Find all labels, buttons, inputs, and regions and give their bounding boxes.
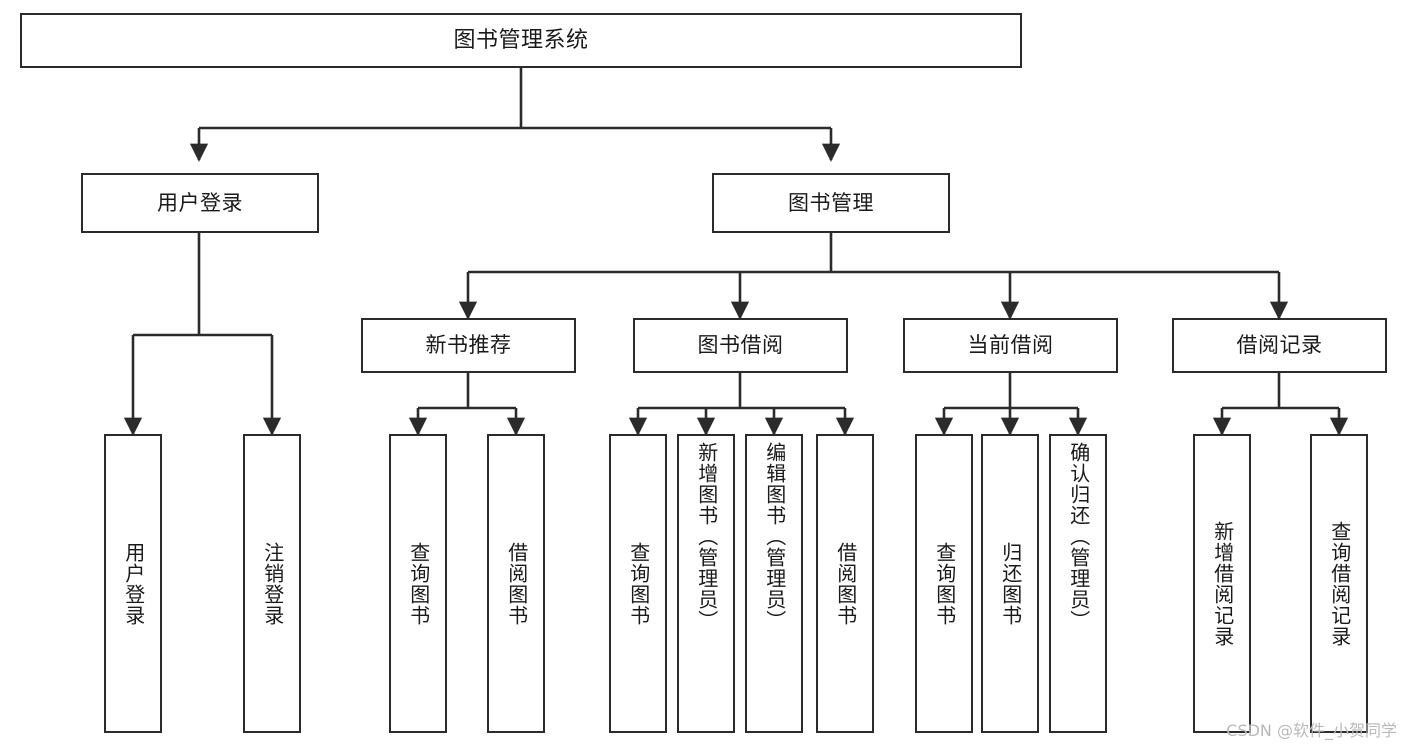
leaf-return-book[interactable]: 归还图书: [981, 434, 1039, 733]
node-label: 图书借阅: [697, 333, 784, 358]
node-label: 编辑图书（管理员）: [762, 442, 787, 631]
node-label: 确认归还（管理员）: [1066, 442, 1091, 631]
leaf-confirm-return-admin[interactable]: 确认归还（管理员）: [1049, 434, 1107, 733]
node-book-management[interactable]: 图书管理: [712, 173, 950, 233]
node-user-login[interactable]: 用户登录: [81, 173, 319, 233]
node-new-book-recommend[interactable]: 新书推荐: [361, 318, 576, 373]
leaf-user-login[interactable]: 用户登录: [104, 434, 162, 733]
node-label: 查询图书: [406, 541, 431, 626]
node-label: 图书管理: [788, 190, 874, 215]
leaf-query-borrow-record[interactable]: 查询借阅记录: [1310, 434, 1368, 733]
leaf-add-borrow-record[interactable]: 新增借阅记录: [1193, 434, 1251, 733]
leaf-query-book-borrow[interactable]: 查询图书: [609, 434, 667, 733]
node-label: 新增图书（管理员）: [694, 442, 719, 631]
node-label: 归还图书: [998, 541, 1023, 626]
node-label: 借阅图书: [833, 541, 858, 626]
node-label: 查询图书: [932, 541, 957, 626]
leaf-borrow-book-recommend[interactable]: 借阅图书: [487, 434, 545, 733]
node-current-borrow[interactable]: 当前借阅: [903, 318, 1118, 373]
node-label: 查询借阅记录: [1327, 520, 1352, 647]
csdn-watermark: CSDN @软件_小贺同学: [1226, 721, 1397, 740]
node-label: 新书推荐: [425, 333, 512, 358]
node-label: 当前借阅: [967, 333, 1054, 358]
node-book-borrow[interactable]: 图书借阅: [633, 318, 848, 373]
node-label: 用户登录: [121, 541, 146, 626]
node-label: 注销登录: [260, 541, 285, 626]
leaf-add-book-admin[interactable]: 新增图书（管理员）: [677, 434, 735, 733]
node-label: 图书管理系统: [453, 27, 589, 53]
leaf-logout[interactable]: 注销登录: [243, 434, 301, 733]
leaf-edit-book-admin[interactable]: 编辑图书（管理员）: [745, 434, 803, 733]
node-root-book-management-system[interactable]: 图书管理系统: [20, 13, 1022, 68]
leaf-borrow-book[interactable]: 借阅图书: [816, 434, 874, 733]
leaf-query-book-recommend[interactable]: 查询图书: [389, 434, 447, 733]
leaf-query-book-current[interactable]: 查询图书: [915, 434, 973, 733]
node-label: 新增借阅记录: [1210, 520, 1235, 647]
node-label: 借阅记录: [1236, 333, 1323, 358]
node-label: 借阅图书: [504, 541, 529, 626]
node-label: 用户登录: [157, 190, 243, 215]
node-borrow-record[interactable]: 借阅记录: [1172, 318, 1387, 373]
node-label: 查询图书: [626, 541, 651, 626]
